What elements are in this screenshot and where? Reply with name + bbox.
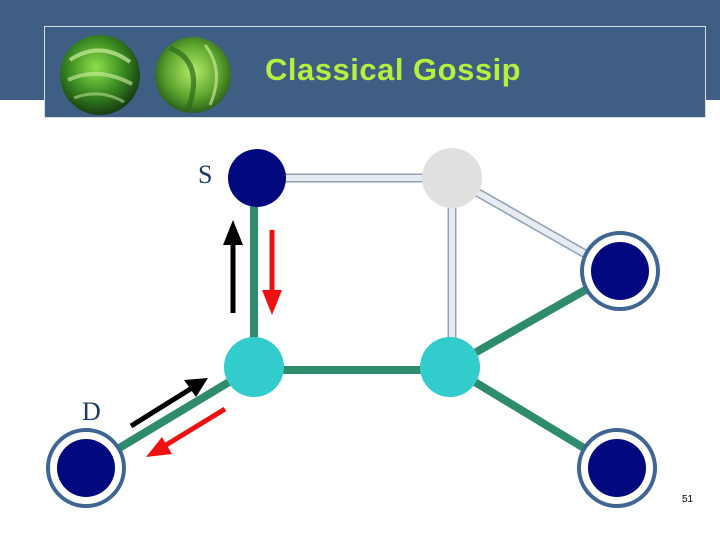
leaf-image-icon (155, 37, 231, 113)
edges-inactive (257, 173, 620, 367)
arrow-black-diagonal (129, 378, 208, 429)
node-d (46, 428, 126, 508)
arrow-red-down (262, 230, 282, 315)
node-s (228, 149, 286, 207)
arrow-black-up (223, 220, 243, 313)
node-top-right (422, 148, 482, 208)
node-mid-right (420, 337, 480, 397)
node-right-upper (580, 231, 660, 311)
arrow-red-diagonal (146, 406, 227, 457)
slide-title: Classical Gossip (265, 52, 522, 87)
node-right-lower (577, 428, 657, 508)
leaf-image-icon (60, 35, 140, 115)
title-box (44, 26, 706, 118)
node-label-d: D (82, 397, 101, 426)
node-mid-left (224, 337, 284, 397)
page-number: 51 (682, 494, 694, 505)
node-label-s: S (198, 160, 213, 189)
